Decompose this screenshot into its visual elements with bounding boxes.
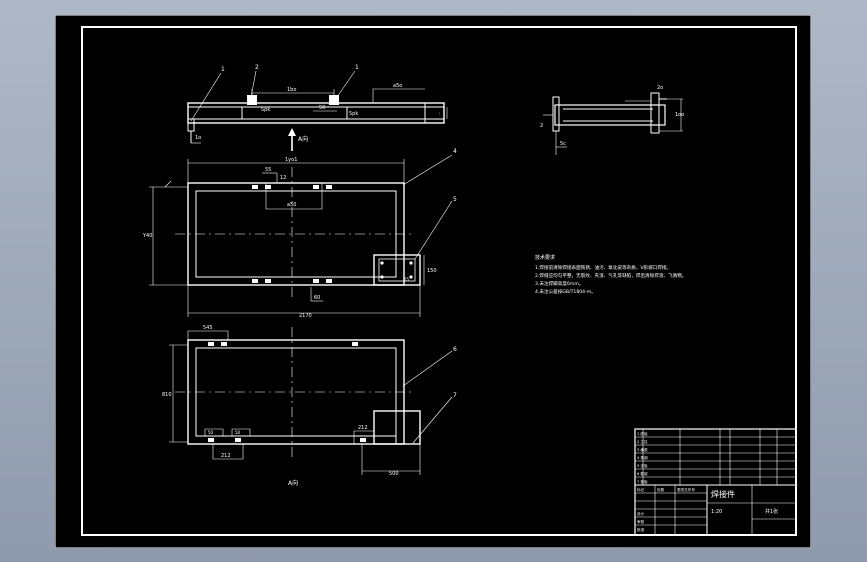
direction-arrow-a: A向 bbox=[288, 128, 308, 151]
part-row-6: 6 框架 bbox=[637, 471, 648, 476]
dim-left: Y40 bbox=[142, 233, 152, 239]
dim-side-left: 2 bbox=[540, 123, 543, 129]
balloon-4: 4 bbox=[453, 148, 457, 155]
dim-left-2: 810 bbox=[162, 392, 172, 398]
part-name: 焊接件 bbox=[711, 489, 735, 499]
dim-top-2: 545 bbox=[203, 325, 213, 331]
dim-offset: 50 bbox=[319, 105, 325, 111]
note-line-3: 3.未注焊脚高度6mm。 bbox=[535, 280, 583, 287]
dim-bottom: 2170 bbox=[299, 313, 312, 319]
dim-ext: a5o bbox=[393, 83, 402, 89]
balloon-7: 7 bbox=[453, 392, 457, 399]
dim-small-b: 60 bbox=[314, 295, 320, 301]
balloon-2: 2 bbox=[255, 64, 259, 71]
note-line-1: 1.焊接前清除焊接表面铁锈、油污、氧化皮等杂质，V形坡口焊接。 bbox=[535, 264, 671, 271]
dim-box1: 50 bbox=[208, 430, 214, 435]
dim-side-top: 2o bbox=[657, 85, 663, 91]
sign-col-1: 标记 bbox=[637, 487, 645, 492]
plan-view-2: 545 810 50 50 212 212 500 A向 6 bbox=[162, 325, 457, 487]
part-row-5: 5 支板 bbox=[637, 463, 648, 468]
role-design: 设计 bbox=[637, 511, 645, 516]
side-view: 5c 2 1oo 2o bbox=[540, 85, 684, 155]
drawing-canvas: 1bo a5o 50 5pk 1o 5pk : 1 2 1 bbox=[54, 14, 812, 549]
svg-text::: : bbox=[439, 111, 440, 116]
dim-side-bottom: 5c bbox=[560, 141, 566, 147]
dim-box-inner: 55 bbox=[404, 277, 410, 282]
balloon-1b: 1 bbox=[355, 64, 359, 71]
part-row-7: 7 垫板 bbox=[637, 479, 648, 484]
dim-bot1: 212 bbox=[221, 453, 231, 459]
dim-tag: 5pk bbox=[261, 107, 270, 113]
plan-view-1: 1yo1 Y40 2170 a50 55 12 60 150 bbox=[142, 148, 457, 319]
balloon-6: 6 bbox=[453, 346, 457, 353]
scale-value: 1:20 bbox=[711, 509, 722, 515]
dim-bot2: 500 bbox=[389, 471, 399, 477]
dim-span: 1bo bbox=[287, 87, 296, 93]
part-row-1: 1 底板 bbox=[637, 431, 648, 436]
dim-tag-2: 5pk bbox=[349, 111, 358, 117]
sign-col-4: 更改文件号 bbox=[677, 487, 695, 492]
balloon-1: 1 bbox=[221, 66, 225, 73]
dim-mid: a50 bbox=[287, 202, 296, 208]
dim-top: 1yo1 bbox=[285, 157, 297, 163]
notes-title: 技术要求 bbox=[535, 254, 555, 261]
sign-col-2: 处数 bbox=[657, 487, 665, 492]
dim-height: 1o bbox=[195, 135, 201, 141]
dim-box-h: 12 bbox=[280, 175, 286, 181]
dim-box2: 50 bbox=[235, 430, 241, 435]
part-row-3: 3 横梁 bbox=[637, 447, 648, 452]
top-elevation-view: 1bo a5o 50 5pk 1o 5pk : 1 2 1 bbox=[187, 64, 448, 144]
note-line-2: 2.焊缝应均匀平整，无裂纹、夹渣、气孔等缺陷，焊后清除焊渣、飞溅物。 bbox=[535, 272, 686, 279]
role-review: 审核 bbox=[637, 519, 645, 524]
note-line-4: 4.未注公差按GB/T1804-m。 bbox=[535, 288, 596, 295]
title-block: 1 底板 2 立柱 3 横梁 4 角钢 5 支板 6 框架 7 垫板 bbox=[634, 428, 797, 536]
role-approve: 批准 bbox=[637, 527, 645, 532]
balloon-5: 5 bbox=[453, 196, 457, 203]
technical-notes: 技术要求 1.焊接前清除焊接表面铁锈、油污、氧化皮等杂质，V形坡口焊接。 2.焊… bbox=[535, 254, 686, 295]
part-row-2: 2 立柱 bbox=[637, 439, 648, 444]
dim-small-a: 55 bbox=[265, 167, 271, 173]
view-label-a: A向 bbox=[288, 479, 298, 487]
sheet-border bbox=[54, 14, 812, 549]
dim-box-top: 212 bbox=[358, 425, 368, 431]
dim-box-w: 150 bbox=[427, 268, 437, 274]
arrow-label: A向 bbox=[298, 135, 308, 143]
sheet-count: 共1张 bbox=[765, 508, 778, 515]
dim-side-right: 1oo bbox=[675, 112, 684, 118]
drawing-sheet: 1bo a5o 50 5pk 1o 5pk : 1 2 1 bbox=[54, 14, 812, 549]
inner-frame bbox=[81, 26, 797, 536]
part-row-4: 4 角钢 bbox=[637, 455, 648, 460]
